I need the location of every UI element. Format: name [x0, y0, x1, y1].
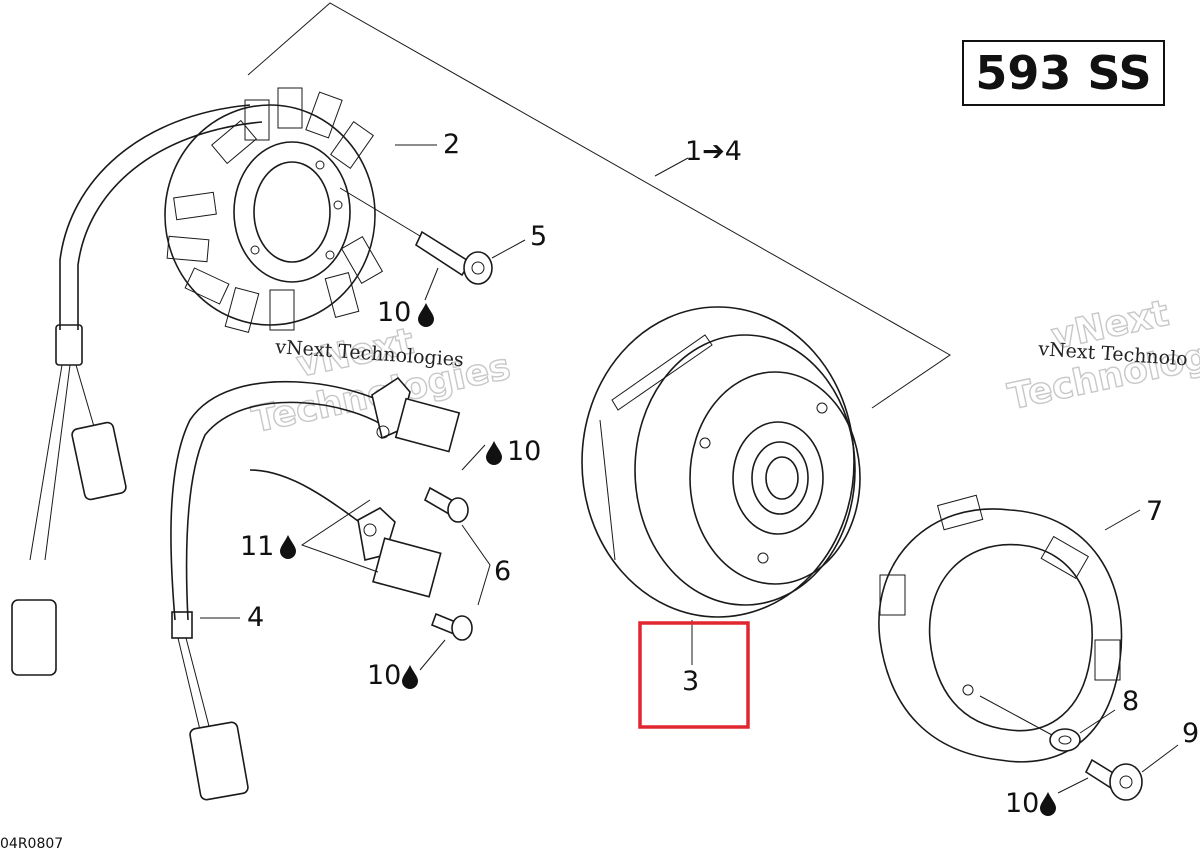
- callout-9: 9: [1182, 718, 1199, 749]
- callout-10-right: 10: [1005, 788, 1039, 819]
- callout-10-low: 10: [367, 660, 401, 691]
- leader-10-low: [419, 639, 446, 671]
- leader-10-top: [424, 267, 439, 301]
- callout-7: 7: [1146, 496, 1163, 527]
- washer-8: [1049, 728, 1081, 752]
- droplet-icon: [402, 665, 418, 689]
- trigger-ring-part: [878, 494, 1123, 763]
- leader-5: [491, 239, 526, 259]
- leader-5-axis: [339, 187, 421, 237]
- droplet-icon: [280, 535, 296, 559]
- connector-c: [189, 721, 249, 801]
- leader-9: [1141, 744, 1179, 773]
- assembly-bracket: [247, 2, 951, 409]
- droplet-icon: [418, 303, 434, 327]
- diagram-code: 04R0807: [0, 836, 64, 852]
- stator-part: [164, 87, 384, 334]
- stator-harness: [11, 104, 263, 676]
- callout-5: 5: [530, 221, 547, 252]
- leader-10-mid: [461, 444, 486, 471]
- flywheel-part: [581, 306, 861, 618]
- screw-6-lower: [430, 612, 473, 641]
- leader-11: [300, 499, 379, 573]
- pickup-coil-lower: [357, 507, 442, 598]
- pickup-coil-upper: [371, 376, 461, 453]
- screw-6-upper: [423, 486, 469, 523]
- callout-3: 3: [682, 666, 699, 697]
- callout-1-4: 1➔4: [685, 136, 742, 167]
- leader-10-right: [1057, 777, 1089, 794]
- connector-b: [11, 599, 57, 676]
- model-label: 593 SS: [962, 40, 1165, 106]
- callout-4: 4: [247, 602, 264, 633]
- bolt-9: [1084, 758, 1143, 801]
- leader-6: [461, 524, 491, 606]
- connector-a: [71, 421, 127, 501]
- droplet-icon: [486, 441, 502, 465]
- droplet-icons: [280, 303, 1056, 816]
- callout-10-top: 10: [377, 297, 411, 328]
- callout-6: 6: [494, 556, 511, 587]
- leader-8-axis: [979, 695, 1053, 736]
- callout-11: 11: [240, 531, 274, 562]
- leader-8: [1079, 709, 1116, 734]
- bolt-5: [414, 230, 493, 285]
- leader-1-4: [654, 157, 689, 177]
- callout-10-mid: 10: [507, 436, 541, 467]
- droplet-icon: [1040, 792, 1056, 816]
- leader-7: [1104, 509, 1141, 531]
- pickup-harness: [170, 380, 406, 801]
- callout-2: 2: [443, 129, 460, 160]
- highlight-box: [638, 621, 750, 729]
- callout-8: 8: [1122, 686, 1139, 717]
